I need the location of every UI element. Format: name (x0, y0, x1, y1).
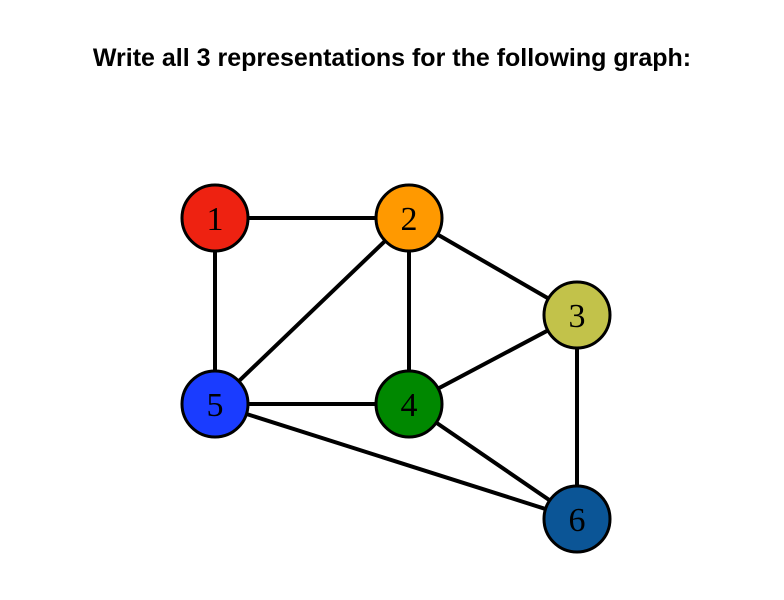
graph-nodes: 1 2 3 4 5 6 (180, 183, 612, 554)
node-6-label: 6 (569, 502, 586, 539)
node-1: 1 (180, 183, 250, 253)
node-5-circle (180, 369, 250, 439)
node-3-circle (542, 280, 612, 350)
graph-edges (213, 216, 579, 521)
node-4: 4 (374, 369, 444, 439)
node-3: 3 (542, 280, 612, 350)
node-6-circle (542, 484, 612, 554)
page-title: Write all 3 representations for the foll… (92, 44, 692, 72)
edge-5-6 (214, 402, 578, 521)
node-5-label: 5 (207, 387, 224, 424)
node-2-label: 2 (401, 201, 418, 238)
node-1-label: 1 (207, 201, 224, 238)
node-5: 5 (180, 369, 250, 439)
node-2: 2 (374, 183, 444, 253)
node-1-circle (180, 183, 250, 253)
node-4-circle (374, 369, 444, 439)
node-3-label: 3 (569, 298, 586, 335)
node-2-circle (374, 183, 444, 253)
node-6: 6 (542, 484, 612, 554)
node-4-label: 4 (401, 387, 418, 424)
edge-2-5 (213, 216, 411, 406)
